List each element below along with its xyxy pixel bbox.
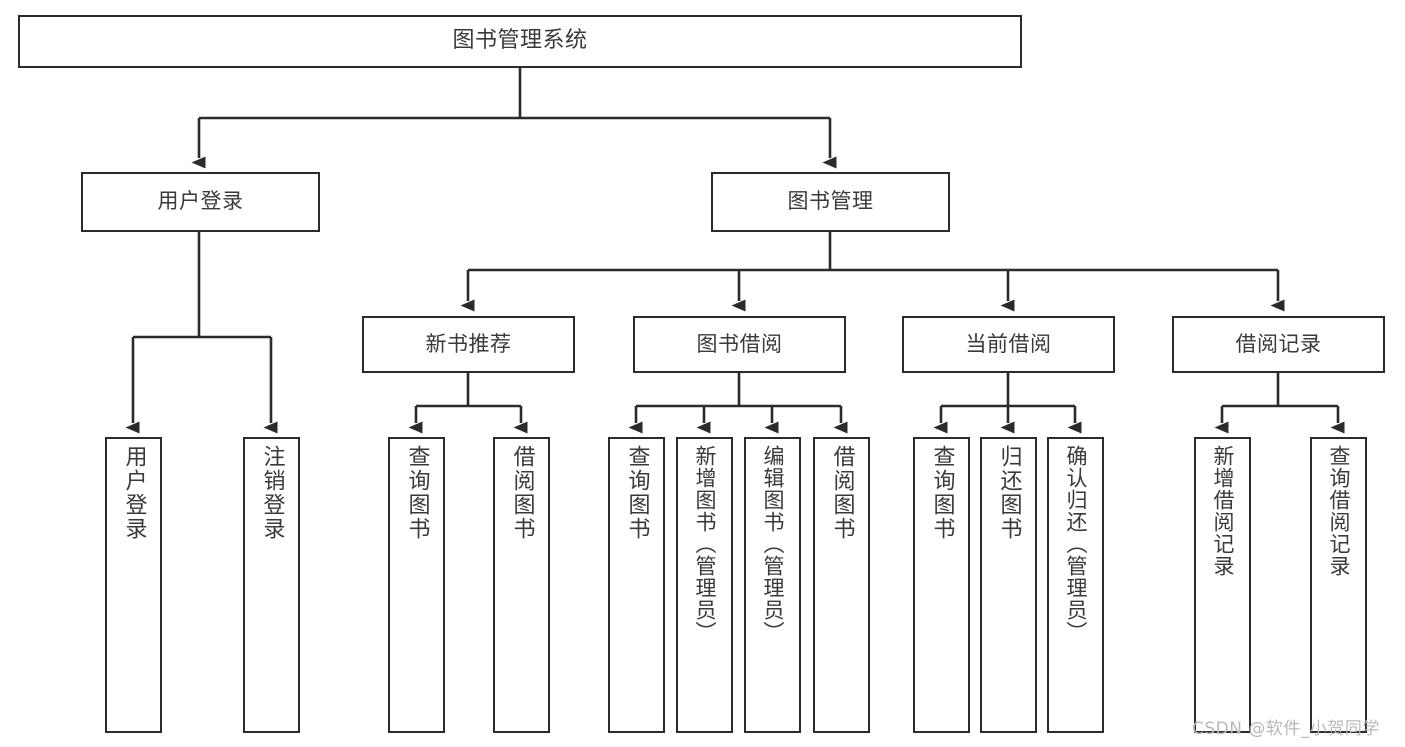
node-current-borrowing[interactable]: 当前借阅 — [902, 316, 1115, 373]
leaf-new-book-query-books[interactable]: 查询图书 — [388, 437, 445, 733]
leaf-current-query-books[interactable]: 查询图书 — [913, 437, 970, 733]
node-book-borrowing[interactable]: 图书借阅 — [633, 316, 846, 373]
leaf-new-book-borrow-books[interactable]: 借阅图书 — [493, 437, 550, 733]
node-label: 编辑图书（管理员） — [761, 445, 785, 643]
node-label: 新书推荐 — [425, 331, 512, 356]
node-label: 查询图书 — [929, 445, 955, 541]
node-label: 图书借阅 — [696, 331, 783, 356]
csdn-watermark: CSDN @软件_小贺同学 — [1192, 719, 1380, 739]
node-new-book-recommendation[interactable]: 新书推荐 — [362, 316, 575, 373]
node-label: 确认归还（管理员） — [1064, 445, 1088, 643]
node-book-management[interactable]: 图书管理 — [711, 172, 950, 232]
node-label: 用户登录 — [121, 445, 147, 541]
leaf-borrow-add-book-admin[interactable]: 新增图书（管理员） — [676, 437, 733, 733]
leaf-current-return-books[interactable]: 归还图书 — [980, 437, 1037, 733]
node-user-login[interactable]: 用户登录 — [81, 172, 320, 232]
node-borrowing-records[interactable]: 借阅记录 — [1172, 316, 1385, 373]
node-label: 图书管理 — [787, 189, 874, 214]
node-label: 图书管理系统 — [452, 28, 588, 54]
node-label: 注销登录 — [259, 445, 285, 541]
leaf-current-confirm-return-admin[interactable]: 确认归还（管理员） — [1047, 437, 1104, 733]
node-label: 查询图书 — [404, 445, 430, 541]
leaf-record-query-borrow-record[interactable]: 查询借阅记录 — [1310, 437, 1367, 733]
node-label: 归还图书 — [996, 445, 1022, 541]
leaf-borrow-borrow-books[interactable]: 借阅图书 — [813, 437, 870, 733]
leaf-borrow-edit-book-admin[interactable]: 编辑图书（管理员） — [744, 437, 801, 733]
node-label: 查询借阅记录 — [1327, 445, 1351, 577]
leaf-record-add-borrow-record[interactable]: 新增借阅记录 — [1194, 437, 1251, 733]
leaf-borrow-query-books[interactable]: 查询图书 — [608, 437, 665, 733]
node-label: 当前借阅 — [965, 331, 1052, 356]
leaf-user-login-logout[interactable]: 注销登录 — [243, 437, 300, 733]
node-root-book-management-system[interactable]: 图书管理系统 — [18, 15, 1022, 68]
node-label: 借阅图书 — [509, 445, 535, 541]
node-label: 新增图书（管理员） — [693, 445, 717, 643]
node-label: 用户登录 — [157, 189, 244, 214]
node-label: 新增借阅记录 — [1211, 445, 1235, 577]
node-label: 借阅图书 — [829, 445, 855, 541]
leaf-user-login-login[interactable]: 用户登录 — [105, 437, 162, 733]
node-label: 借阅记录 — [1235, 331, 1322, 356]
node-label: 查询图书 — [624, 445, 650, 541]
